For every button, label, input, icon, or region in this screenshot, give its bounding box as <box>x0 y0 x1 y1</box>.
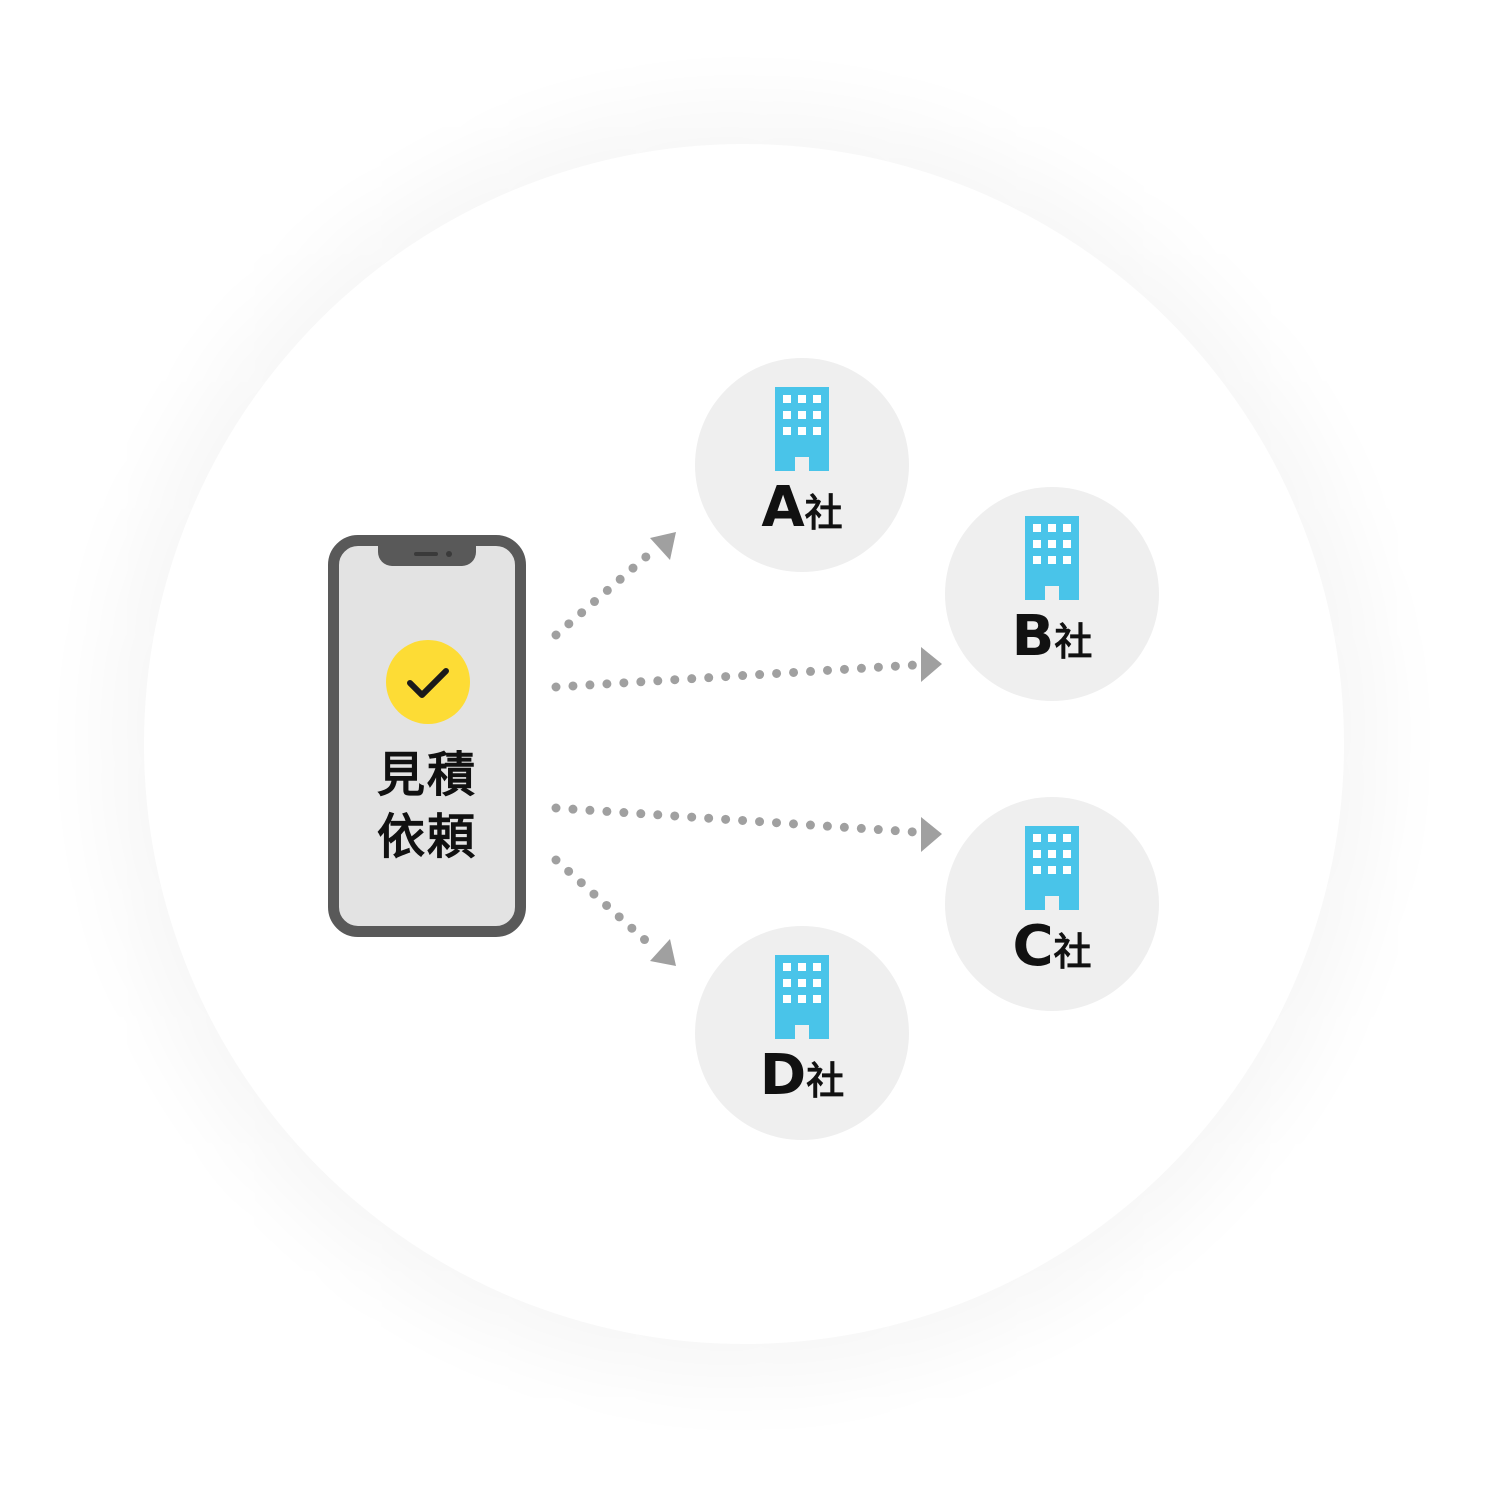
arrow-to-c-head <box>921 817 942 852</box>
company-c-label: C社 <box>945 917 1159 982</box>
arrow-to-a-line <box>551 544 660 640</box>
arrow-to-b-head <box>921 647 942 682</box>
company-a: A社 <box>695 358 909 572</box>
company-suffix: 社 <box>1053 930 1092 974</box>
company-d-label: D社 <box>695 1046 909 1111</box>
company-suffix: 社 <box>806 1059 845 1103</box>
company-letter: C <box>1012 914 1054 979</box>
camera-icon <box>446 551 452 557</box>
company-c: C社 <box>945 797 1159 1011</box>
building-icon <box>1025 826 1079 910</box>
check-icon <box>407 668 449 698</box>
request-label: 見積 依頼 <box>339 744 515 868</box>
company-letter: A <box>761 475 805 540</box>
company-b: B社 <box>945 487 1159 701</box>
request-label-line2: 依頼 <box>376 809 477 865</box>
building-icon <box>775 387 829 471</box>
arrow-to-b-line <box>551 660 920 692</box>
company-letter: B <box>1011 604 1055 669</box>
arrow-to-d-head <box>650 939 676 966</box>
company-letter: D <box>759 1043 807 1108</box>
smartphone: 見積 依頼 <box>328 535 526 937</box>
building-icon <box>775 955 829 1039</box>
arrow-to-a-head <box>650 532 676 560</box>
company-suffix: 社 <box>804 491 843 535</box>
speaker-icon <box>414 552 438 556</box>
arrow-to-c-line <box>551 803 920 837</box>
phone-notch <box>378 544 476 566</box>
request-label-line1: 見積 <box>376 747 477 803</box>
company-suffix: 社 <box>1054 620 1093 664</box>
check-badge <box>386 640 470 724</box>
building-icon <box>1025 516 1079 600</box>
arrow-to-d-line <box>551 855 660 954</box>
company-b-label: B社 <box>945 607 1159 672</box>
company-a-label: A社 <box>695 478 909 543</box>
company-d: D社 <box>695 926 909 1140</box>
